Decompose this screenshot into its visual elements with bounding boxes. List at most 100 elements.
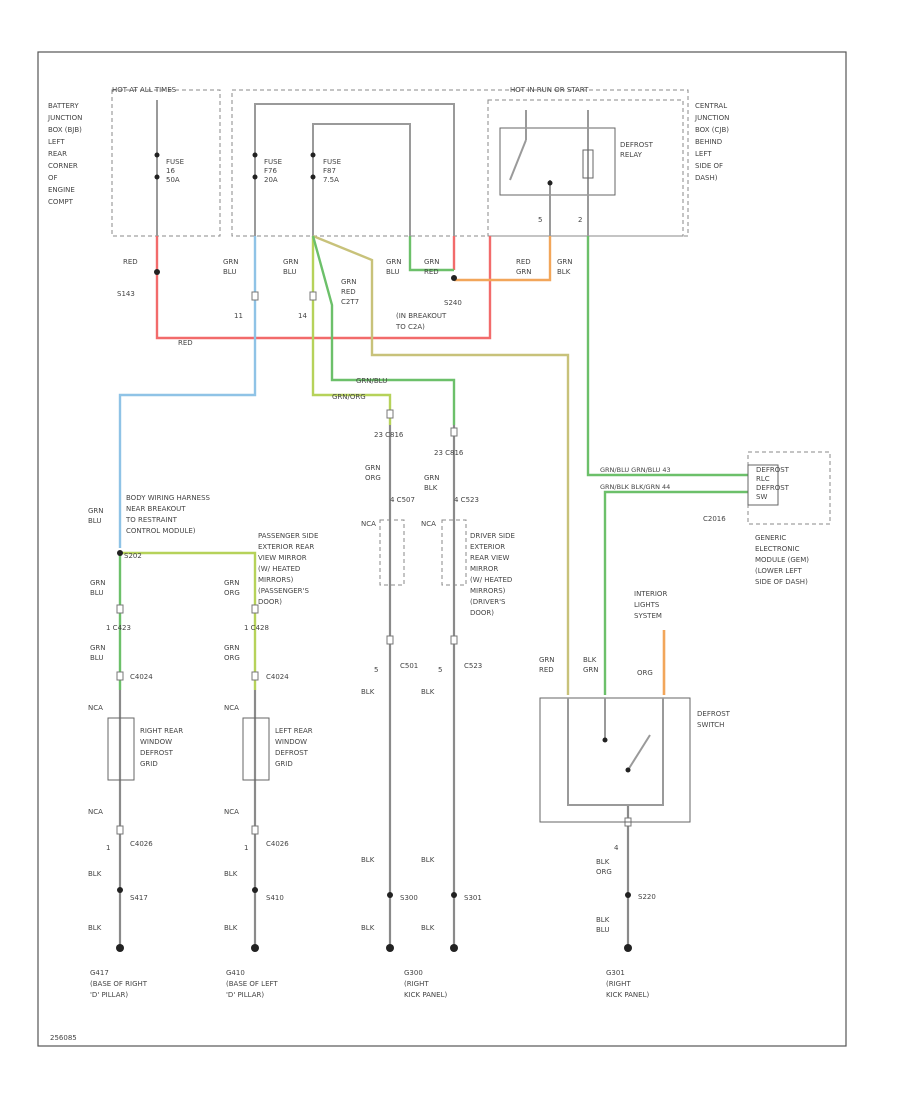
text-line: FUSE	[323, 158, 341, 166]
text-line: SW	[756, 493, 767, 501]
text-line: LIGHTS	[634, 601, 660, 609]
lbl-s301: S301	[464, 894, 482, 902]
hot-at-all-times-label: HOT AT ALL TIMES	[112, 86, 177, 94]
text-line: GRN	[223, 258, 239, 266]
text-line: 50A	[166, 176, 180, 184]
text-line: BLU	[386, 268, 399, 276]
text-line: FUSE	[264, 158, 282, 166]
wire-blk-grn-gem	[603, 490, 748, 695]
lbl-blk-d3: BLK	[421, 924, 435, 932]
lbl-nca-l: NCA	[224, 704, 239, 712]
lbl-c4024-l: C4024	[266, 673, 289, 681]
text-line: F76	[264, 167, 277, 175]
text-line: GRN	[341, 278, 357, 286]
wire-grn-blk	[586, 236, 748, 477]
text-line: 'D' PILLAR)	[226, 991, 264, 999]
lbl-nca-l2: NCA	[224, 808, 239, 816]
text-line: GRN	[90, 644, 106, 652]
text-line: BLK	[557, 268, 571, 276]
text-line: RLC	[756, 475, 770, 483]
wire-red-orange	[454, 236, 552, 282]
lbl-nca-r: NCA	[88, 704, 103, 712]
text-line: RED	[539, 666, 554, 674]
text-line: BEHIND	[695, 138, 722, 146]
text-line: SIDE OF	[695, 162, 723, 170]
text-line: JUNCTION	[47, 114, 82, 122]
lbl-c4026-l: C4026	[266, 840, 289, 848]
lbl-c816-left: 23 C816	[374, 431, 404, 439]
text-line: ENGINE	[48, 186, 75, 194]
text-line: ORG	[365, 474, 381, 482]
wire-grn-org	[120, 551, 257, 690]
text-line: GRN	[516, 268, 532, 276]
text-line: REAR VIEW	[470, 554, 509, 562]
text-line: G300	[404, 969, 423, 977]
text-line: CENTRAL	[695, 102, 727, 110]
text-line: MIRROR	[470, 565, 498, 573]
text-line: 7.5A	[323, 176, 339, 184]
text-line: (RIGHT	[404, 980, 429, 988]
text-line: GRN/BLK BLK/GRN 44	[600, 483, 670, 491]
text-line: (BASE OF RIGHT	[90, 980, 148, 988]
text-line: SYSTEM	[634, 612, 662, 620]
lbl-sw-w3: ORG	[637, 669, 653, 677]
text-line: GRN	[88, 507, 104, 515]
text-line: OF	[48, 174, 58, 182]
text-line: TO C2A)	[395, 323, 425, 331]
text-line: (PASSENGER'S	[258, 587, 309, 595]
splice-s143	[154, 269, 160, 275]
lbl-c423: 1 C423	[106, 624, 131, 632]
lbl-red-bottom: RED	[178, 339, 193, 347]
text-line: SWITCH	[697, 721, 724, 729]
text-line: BATTERY	[48, 102, 79, 110]
text-line: BLU	[90, 654, 103, 662]
wire-grn-red-b	[312, 234, 570, 695]
lbl-g410: G410(BASE OF LEFT'D' PILLAR)	[226, 969, 278, 999]
lbl-blk-p2: BLK	[361, 856, 375, 864]
text-line: BLK	[596, 916, 610, 924]
lbl-blk-r: BLK	[88, 870, 102, 878]
text-line: LEFT REAR	[275, 727, 313, 735]
lbl-s417: S417	[130, 894, 148, 902]
lbl-c4024-r: C4024	[130, 673, 153, 681]
text-line: JUNCTION	[694, 114, 729, 122]
text-line: GRN	[386, 258, 402, 266]
lbl-grn-org-mid: GRN/ORG	[332, 393, 366, 401]
text-line: MIRRORS)	[258, 576, 294, 584]
text-line: INTERIOR	[634, 590, 667, 598]
text-line: (DRIVER'S	[470, 598, 506, 606]
text-line: (W/ HEATED	[470, 576, 512, 584]
text-line: BOX (CJB)	[695, 126, 729, 134]
text-line: DASH)	[695, 174, 718, 182]
relay-pin-2: 2	[578, 216, 582, 224]
text-line: GRID	[140, 760, 158, 768]
lbl-c4026-r: C4026	[130, 840, 153, 848]
lbl-5a: 5	[374, 666, 378, 674]
text-line: 16	[166, 167, 175, 175]
text-line: DEFROST	[140, 749, 174, 757]
lbl-c428: 1 C428	[244, 624, 269, 632]
text-line: CONTROL MODULE)	[126, 527, 196, 535]
text-line: DOOR)	[258, 598, 282, 606]
